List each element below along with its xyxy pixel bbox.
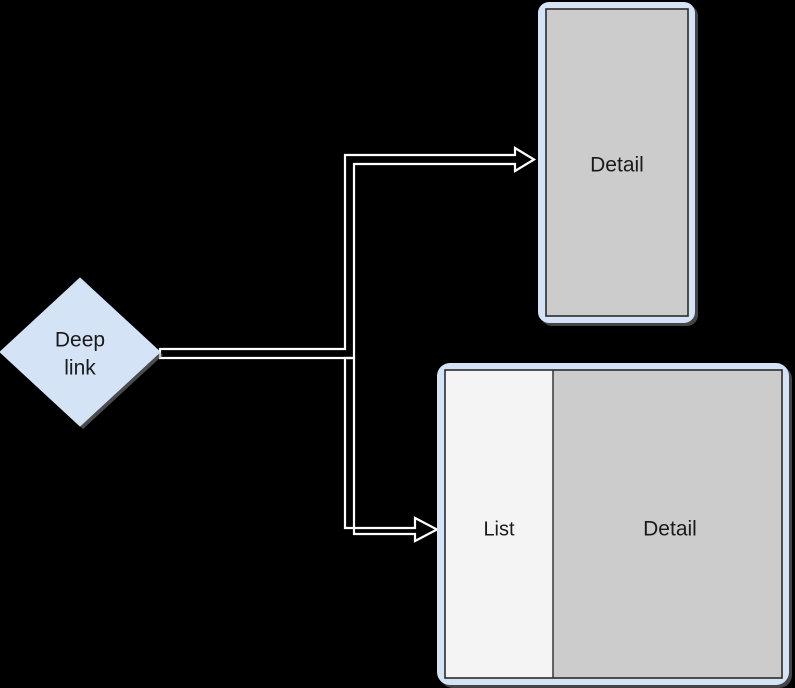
- edge-deep-link-to-detail[interactable]: [158, 146, 537, 360]
- list-detail-panel-border: [444, 369, 783, 679]
- connector-layer: [158, 146, 537, 543]
- list-panel-label: List: [483, 518, 515, 540]
- node-list-detail-screen[interactable]: List Detail: [437, 363, 792, 688]
- edge-deep-link-to-list-detail[interactable]: [343, 356, 440, 543]
- node-detail-screen[interactable]: Detail: [538, 2, 698, 326]
- detail-panel[interactable]: [553, 370, 782, 678]
- node-deep-link[interactable]: Deep link: [0, 277, 163, 429]
- deep-link-label-line1: Deep: [55, 329, 105, 352]
- deep-link-label-line2: link: [64, 357, 96, 380]
- detail-panel-label: Detail: [643, 518, 697, 541]
- deep-link-diamond[interactable]: [0, 277, 161, 427]
- list-panel[interactable]: [445, 370, 553, 678]
- detail-screen-panel[interactable]: [545, 8, 689, 317]
- detail-screen-label: Detail: [590, 154, 644, 177]
